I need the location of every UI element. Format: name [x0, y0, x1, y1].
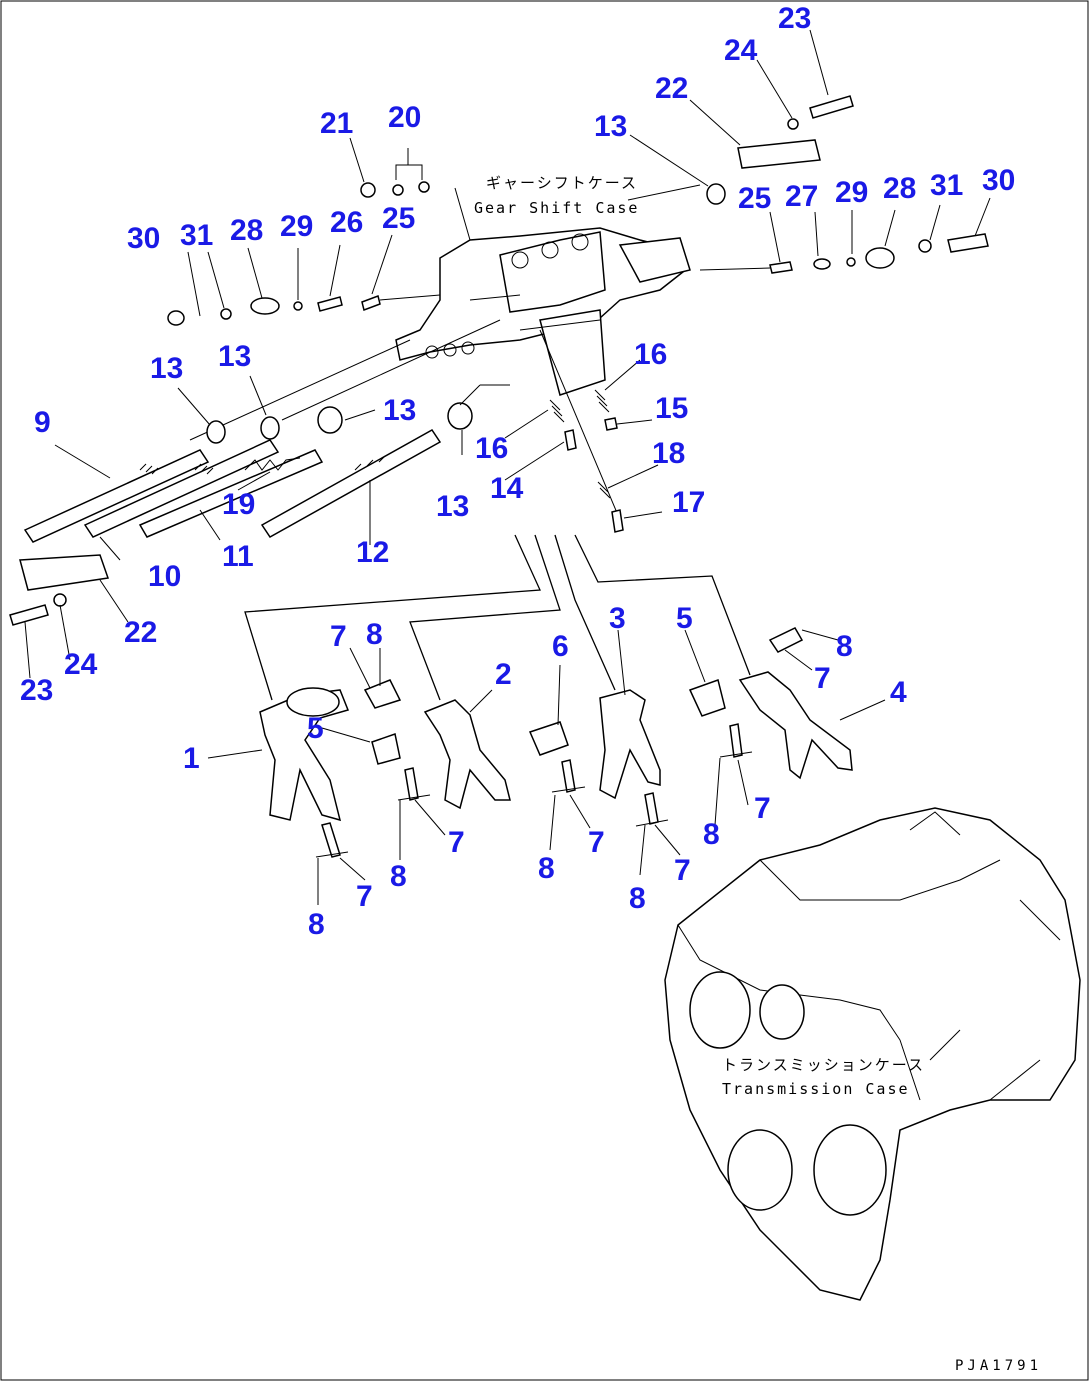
callout: 2	[495, 658, 512, 691]
callout: 8	[308, 908, 325, 941]
callout: 10	[148, 560, 181, 593]
callout: 13	[383, 394, 416, 427]
callout: 7	[814, 662, 831, 695]
small-parts-left	[167, 181, 441, 326]
callout: 13	[436, 490, 469, 523]
callout: 23	[20, 674, 53, 707]
callout: 7	[674, 854, 691, 887]
callout: 13	[218, 340, 251, 373]
callout: 14	[490, 472, 524, 505]
callout: 25	[738, 182, 771, 215]
callout: 28	[883, 172, 916, 205]
callout: 13	[150, 352, 183, 385]
callout: 17	[672, 486, 705, 519]
callout: 30	[127, 222, 160, 255]
figure-code: PJA1791	[955, 1358, 1042, 1374]
callout: 13	[594, 110, 627, 143]
callout: 8	[836, 630, 853, 663]
callout: 28	[230, 214, 263, 247]
sleeves	[206, 183, 726, 444]
callout: 11	[222, 540, 254, 573]
callout: 3	[609, 602, 626, 635]
callout: 8	[703, 818, 720, 851]
callout: 16	[634, 338, 667, 371]
callout: 7	[754, 792, 771, 825]
callout: 21	[320, 107, 353, 140]
gear-shift-case	[395, 227, 691, 396]
callout: 27	[785, 180, 818, 213]
callout: 7	[588, 826, 605, 859]
callout: 7	[330, 620, 347, 653]
callout: 26	[330, 206, 363, 239]
callout: 9	[34, 406, 51, 439]
callout: 8	[538, 852, 555, 885]
gear-case-label-en: Gear Shift Case	[474, 199, 639, 217]
callout: 24	[64, 648, 98, 681]
bolts	[315, 723, 753, 858]
callout-numbers: 23 24 22 13 21 20 30 31 28 29 26 25 25 2…	[20, 2, 1015, 941]
callout: 16	[475, 432, 508, 465]
callout: 5	[676, 602, 693, 635]
callout: 8	[629, 882, 646, 915]
shift-rods	[23, 319, 501, 543]
small-parts-right	[699, 233, 989, 274]
leader-lines	[24, 29, 991, 905]
gear-case-label-jp: ギャーシフトケース	[486, 174, 638, 192]
cover-plates	[9, 95, 854, 626]
callout: 4	[890, 676, 907, 709]
callout: 29	[835, 176, 868, 209]
callout: 24	[724, 34, 758, 67]
transmission-case	[664, 807, 1081, 1301]
callout: 18	[652, 437, 685, 470]
callout: 7	[356, 880, 373, 913]
callout: 20	[388, 101, 421, 134]
callout: 8	[390, 860, 407, 893]
callout: 19	[222, 488, 255, 521]
callout: 31	[930, 169, 963, 202]
trans-case-label-jp: トランスミッションケース	[722, 1056, 925, 1074]
callout: 7	[448, 826, 465, 859]
callout: 30	[982, 164, 1015, 197]
trans-case-label-en: Transmission Case	[722, 1080, 910, 1098]
callout: 29	[280, 210, 313, 243]
callout: 25	[382, 202, 415, 235]
spring-19	[244, 457, 301, 471]
callout: 22	[655, 72, 688, 105]
callout: 8	[366, 618, 383, 651]
callout: 22	[124, 616, 157, 649]
bracket-lines	[244, 534, 751, 701]
callout: 23	[778, 2, 811, 35]
callout: 31	[180, 219, 213, 252]
shift-forks	[259, 627, 853, 822]
callout: 6	[552, 630, 569, 663]
callout: 5	[307, 712, 324, 745]
callout: 12	[356, 536, 389, 569]
callout: 1	[183, 742, 200, 775]
detent-parts	[539, 329, 624, 533]
callout: 15	[655, 392, 688, 425]
